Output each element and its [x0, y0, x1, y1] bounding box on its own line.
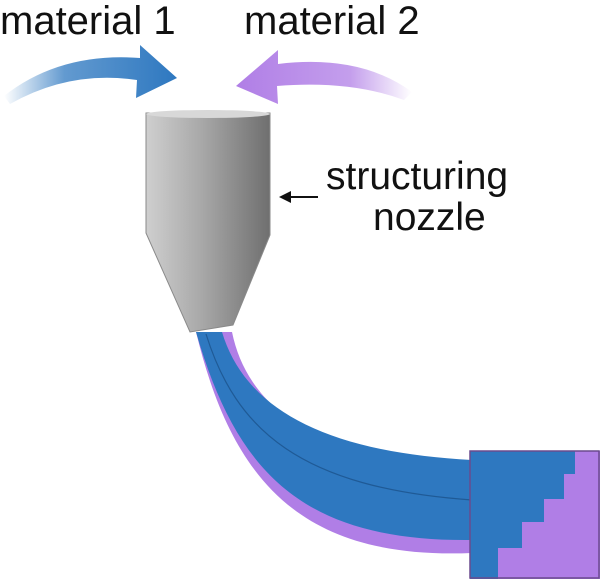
material-1-label: material 1	[0, 0, 176, 43]
material-1-arrow	[4, 45, 177, 104]
material-2-arrow	[236, 50, 412, 104]
blue-filament	[196, 332, 472, 541]
nozzle-top-rim	[146, 110, 270, 118]
material-2-label: material 2	[244, 0, 420, 43]
filament-seam	[205, 333, 473, 501]
cross-section	[469, 450, 600, 579]
nozzle-label-line-1: structuring	[326, 155, 508, 198]
nozzle-pointer-arrow	[279, 191, 318, 203]
structuring-nozzle	[146, 113, 270, 332]
nozzle-label-line-2: nozzle	[373, 196, 486, 239]
